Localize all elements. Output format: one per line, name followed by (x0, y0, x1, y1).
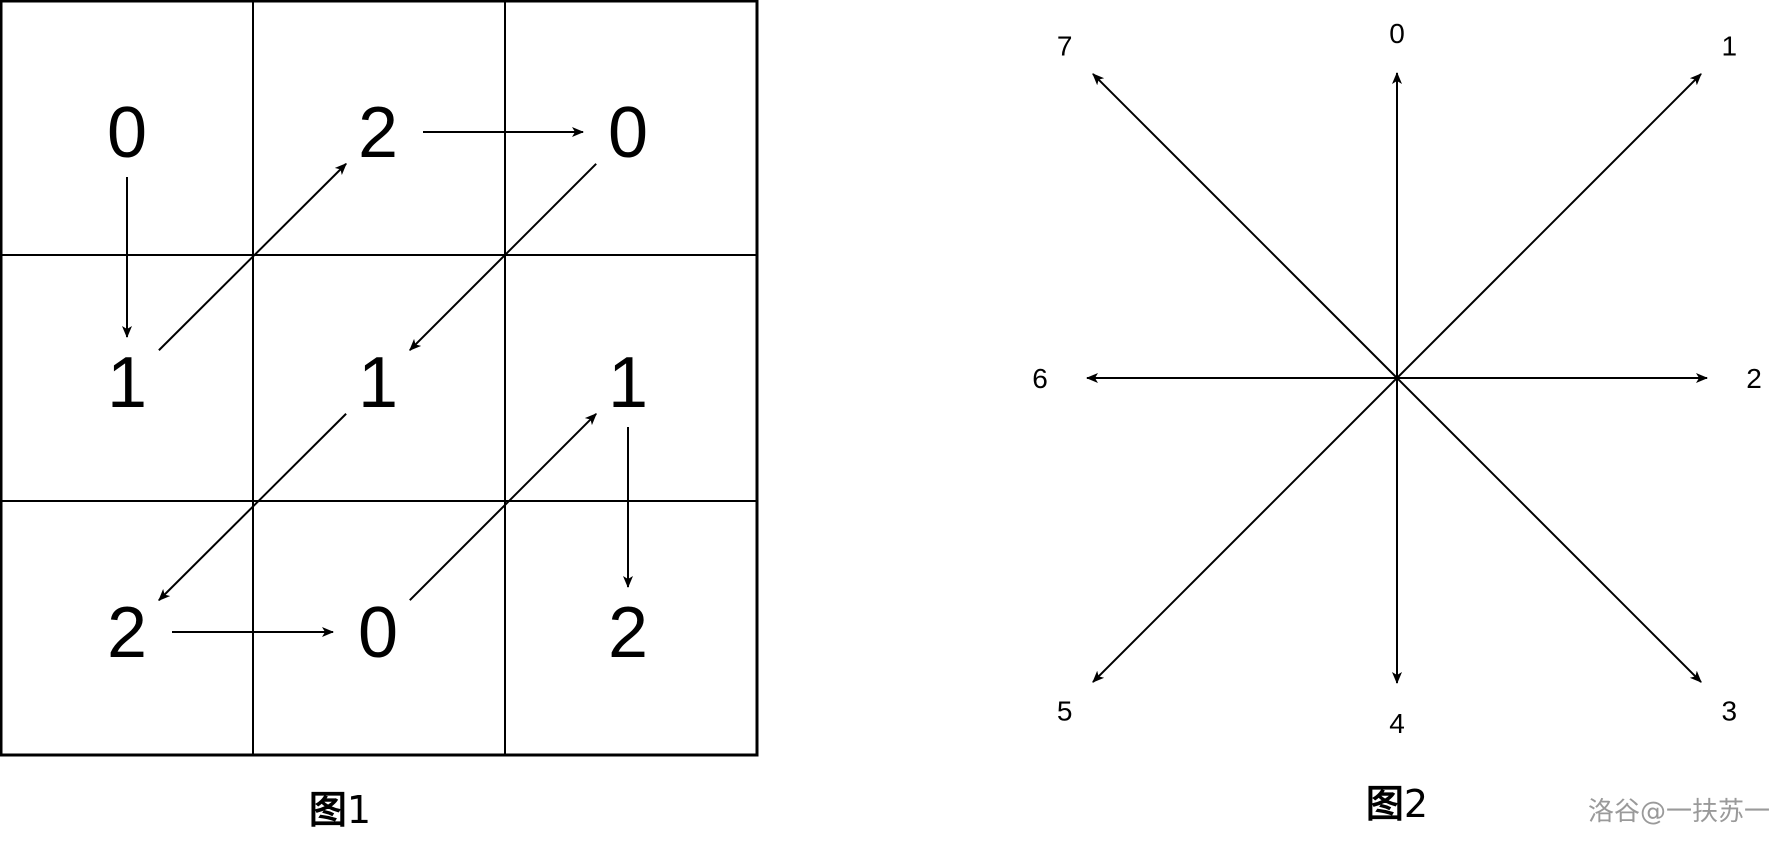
grid-cell-value: 0 (358, 593, 398, 673)
grid-cell-value: 2 (358, 93, 398, 173)
grid-cell-value: 1 (107, 343, 147, 423)
figure1-caption-number: 1 (347, 788, 371, 832)
direction-label-down-right: 3 (1722, 695, 1738, 726)
figure2-caption: 图2 (1366, 782, 1428, 826)
grid-border (0, 0, 759, 757)
direction-arrow-up-left (1092, 73, 1398, 379)
watermark: 洛谷@一扶苏一 (1588, 797, 1770, 827)
path-arrow (409, 413, 597, 601)
direction-arrow-down-left (1092, 377, 1398, 683)
figure1-caption: 图1 (309, 788, 371, 832)
direction-label-right: 2 (1746, 363, 1762, 394)
direction-label-up-right: 1 (1722, 31, 1738, 62)
path-arrow (158, 413, 347, 601)
grid-cell-value: 1 (608, 343, 648, 423)
grid-cell-value: 0 (608, 93, 648, 173)
direction-label-up-left: 7 (1057, 31, 1073, 62)
direction-arrow-down-right (1396, 377, 1702, 683)
grid-cell-value: 1 (358, 343, 398, 423)
figure2-caption-char: 图 (1366, 782, 1404, 826)
grid-cell-value: 0 (107, 93, 147, 173)
path-arrow (409, 163, 597, 351)
direction-label-down-left: 5 (1057, 695, 1073, 726)
grid-cell-value: 2 (107, 593, 147, 673)
figure2-caption-number: 2 (1404, 782, 1428, 826)
grid-cell-value: 2 (608, 593, 648, 673)
direction-label-up: 0 (1389, 18, 1405, 49)
figure1-caption-char: 图 (309, 788, 347, 832)
direction-label-left: 6 (1032, 363, 1048, 394)
path-arrow (158, 163, 347, 351)
direction-label-down: 4 (1389, 708, 1405, 739)
direction-arrow-up-right (1396, 73, 1702, 379)
